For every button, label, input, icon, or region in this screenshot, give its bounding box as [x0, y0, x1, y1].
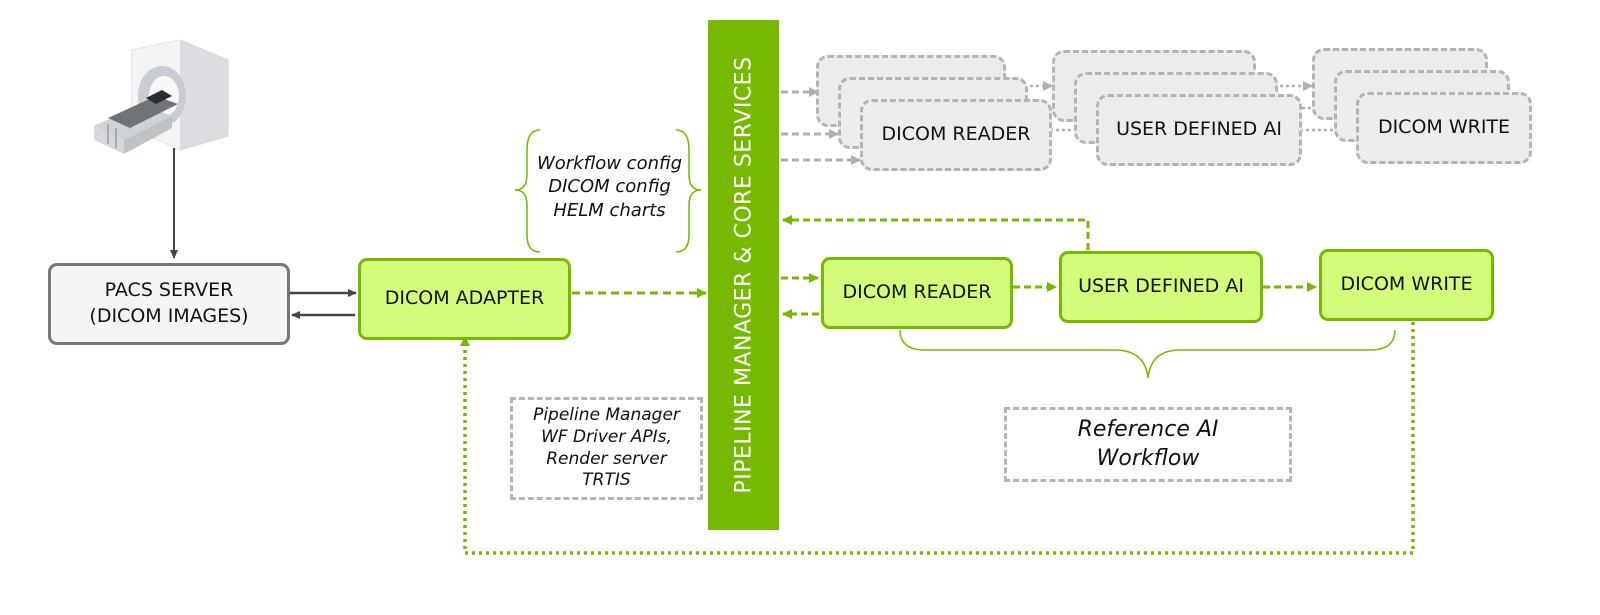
- dicom-config-text: DICOM config: [548, 176, 671, 198]
- wf-driver-apis-text: WF Driver APIs,: [541, 426, 672, 447]
- stack-reader-front: DICOM READER: [860, 99, 1052, 171]
- pipeline-manager-label: PIPELINE MANAGER & CORE SERVICES: [731, 56, 756, 494]
- ct-scanner-icon: [94, 39, 229, 154]
- trtis-text: TRTIS: [582, 470, 631, 491]
- pipeline-manager-bar: PIPELINE MANAGER & CORE SERVICES: [708, 20, 779, 530]
- config-notes: Workflow config DICOM config HELM charts: [522, 152, 697, 222]
- workflow-reader-box: DICOM READER: [821, 257, 1013, 329]
- stack-ai-label: USER DEFINED AI: [1116, 118, 1282, 141]
- pipeline-api-note: Pipeline Manager WF Driver APIs, Render …: [510, 397, 703, 500]
- stack-reader-label: DICOM READER: [881, 123, 1031, 146]
- config-brace-right: [675, 129, 702, 253]
- render-server-text: Render server: [546, 448, 667, 469]
- workflow-reader-label: DICOM READER: [842, 281, 992, 304]
- reference-workflow-line2: Workflow: [1096, 445, 1200, 471]
- pacs-server-subtitle: (DICOM IMAGES): [89, 305, 249, 327]
- config-brace-left: [514, 129, 541, 253]
- stack-ai-front: USER DEFINED AI: [1096, 94, 1302, 166]
- workflow-write-label: DICOM WRITE: [1340, 273, 1473, 296]
- pacs-server-box: PACS SERVER (DICOM IMAGES): [48, 263, 290, 345]
- ai-to-pipeline-arrow: [782, 215, 1090, 250]
- reference-workflow-line1: Reference AI: [1077, 416, 1219, 442]
- dicom-adapter-box: DICOM ADAPTER: [358, 258, 571, 340]
- workflow-write-box: DICOM WRITE: [1319, 249, 1494, 321]
- dicom-adapter-label: DICOM ADAPTER: [384, 287, 545, 310]
- helm-charts-text: HELM charts: [553, 199, 666, 221]
- workflow-ai-label: USER DEFINED AI: [1078, 275, 1244, 298]
- stack-write-front: DICOM WRITE: [1356, 92, 1532, 164]
- stack-write-label: DICOM WRITE: [1377, 116, 1511, 139]
- reference-workflow-box: Reference AI Workflow: [1004, 407, 1292, 482]
- workflow-ai-box: USER DEFINED AI: [1059, 251, 1263, 323]
- pipeline-manager-text: Pipeline Manager: [533, 405, 680, 425]
- pacs-server-title: PACS SERVER: [104, 279, 234, 302]
- workflow-brace: [899, 329, 1396, 379]
- workflow-config-text: Workflow config: [536, 153, 683, 174]
